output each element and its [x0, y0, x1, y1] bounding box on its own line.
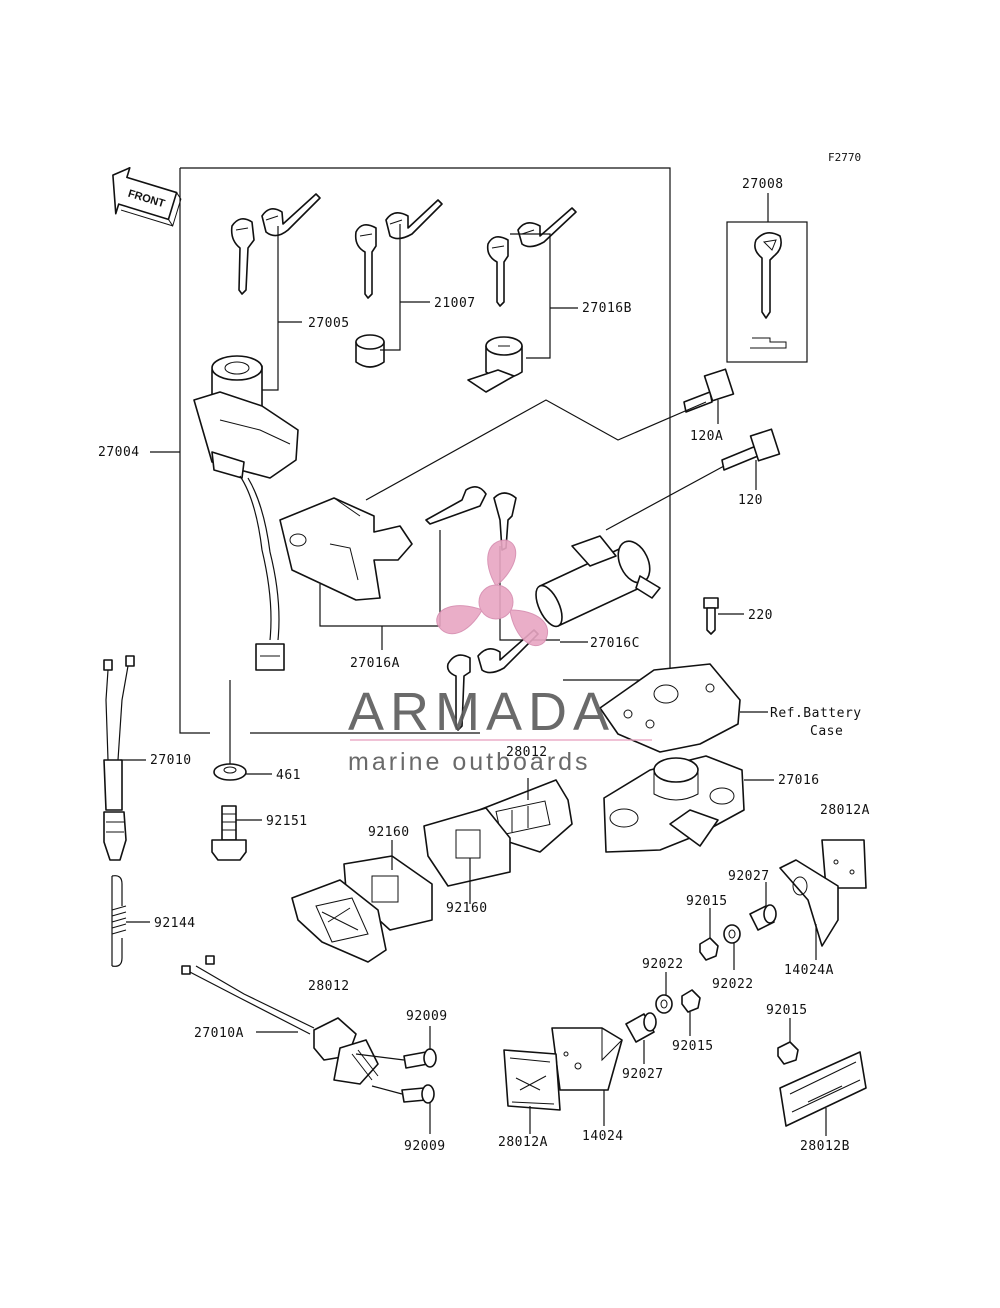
ignition-switch-27004	[193, 355, 299, 671]
key-27008-box	[726, 193, 808, 363]
label-27004: 27004	[98, 445, 140, 460]
keys-27016A	[425, 486, 517, 551]
label-92144: 92144	[154, 916, 196, 931]
label-27005: 27005	[308, 316, 350, 331]
washer-461	[213, 763, 247, 781]
lock-tube-27016C	[535, 535, 661, 628]
label-28012-left: 28012	[308, 979, 350, 994]
ref-note-line1: Ref.Battery	[770, 706, 862, 721]
figure-code: F2770	[828, 151, 861, 164]
nut-92015-b	[681, 989, 701, 1013]
label-92015-a: 92015	[686, 894, 728, 909]
pad-28012A-bottom	[503, 1049, 561, 1111]
label-220: 220	[748, 608, 773, 623]
label-92027-bottom: 92027	[622, 1067, 664, 1082]
keys-21007	[354, 199, 443, 299]
label-92015-b: 92015	[672, 1039, 714, 1054]
nut-92015-c	[777, 1041, 799, 1065]
label-28012A-right: 28012A	[820, 803, 870, 818]
label-27016C: 27016C	[590, 636, 640, 651]
label-27010: 27010	[150, 753, 192, 768]
label-27016A: 27016A	[350, 656, 400, 671]
watermark-tagline: marine outboards	[348, 748, 591, 776]
label-27010A: 27010A	[194, 1026, 244, 1041]
front-arrow-icon: FRONT	[112, 166, 182, 228]
label-92151: 92151	[266, 814, 308, 829]
cover-28012-left	[291, 879, 387, 963]
label-92022-a: 92022	[712, 977, 754, 992]
assembly-frame	[179, 167, 671, 734]
label-14024A: 14024A	[784, 963, 834, 978]
switch-27010	[103, 655, 135, 861]
label-28012-top: 28012	[506, 745, 548, 760]
watermark-name: ARMADA	[348, 682, 615, 742]
label-92009-top: 92009	[406, 1009, 448, 1024]
spring-92144	[111, 875, 127, 967]
washer-92022-b	[655, 994, 673, 1014]
propeller-icon	[436, 539, 549, 647]
plate-14024A	[779, 859, 839, 947]
nut-92015-a	[699, 937, 719, 961]
pad-28012B	[779, 1051, 867, 1127]
label-92160-a: 92160	[368, 825, 410, 840]
gasket-92160-b	[423, 807, 511, 887]
collar-92027-bottom	[625, 1012, 657, 1043]
lock-27016B	[467, 336, 523, 393]
label-120A: 120A	[690, 429, 723, 444]
label-92027-top: 92027	[728, 869, 770, 884]
bolt-120A	[683, 368, 735, 413]
armada-watermark-logo: ARMADA marine outboards	[348, 539, 652, 776]
screw-220	[703, 597, 719, 635]
label-21007: 21007	[434, 296, 476, 311]
plate-14024	[551, 1027, 623, 1091]
bolt-92009-bottom	[371, 1084, 435, 1104]
washer-92022-a	[723, 924, 741, 944]
label-27008: 27008	[742, 177, 784, 192]
lock-cylinder-21007	[355, 334, 385, 368]
keys-27016B	[486, 207, 577, 307]
label-27016B: 27016B	[582, 301, 632, 316]
collar-92027-top	[749, 904, 777, 931]
bolt-120	[721, 428, 781, 471]
seat-lock-27016A	[279, 497, 413, 601]
label-461: 461	[276, 768, 301, 783]
bolt-92151	[211, 805, 247, 861]
keys-27005	[230, 193, 321, 295]
pad-28012A-right	[821, 839, 867, 889]
holder-27016	[603, 755, 745, 853]
label-92009-bottom: 92009	[404, 1139, 446, 1154]
label-14024: 14024	[582, 1129, 624, 1144]
label-28012A-bottom: 28012A	[498, 1135, 548, 1150]
bracket-plate	[599, 663, 741, 753]
label-92015-c: 92015	[766, 1003, 808, 1018]
label-27016: 27016	[778, 773, 820, 788]
label-28012B: 28012B	[800, 1139, 850, 1154]
label-120: 120	[738, 493, 763, 508]
label-92160-b: 92160	[446, 901, 488, 916]
switch-27010A	[181, 955, 379, 1085]
label-92022-b: 92022	[642, 957, 684, 972]
ref-note-line2: Case	[810, 724, 843, 739]
